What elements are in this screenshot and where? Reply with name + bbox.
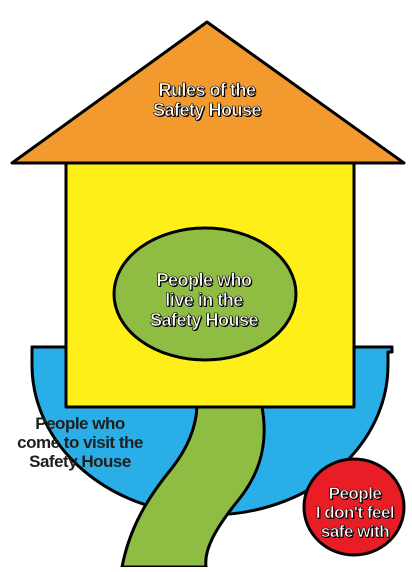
inside-label: People who live in the Safety House — [128, 270, 280, 330]
unsafe-label: People I don't feel safe with — [305, 484, 405, 541]
roof-label: Rules of the Safety House — [125, 80, 289, 120]
visitors-label: People who come to visit the Safety Hous… — [4, 414, 156, 471]
